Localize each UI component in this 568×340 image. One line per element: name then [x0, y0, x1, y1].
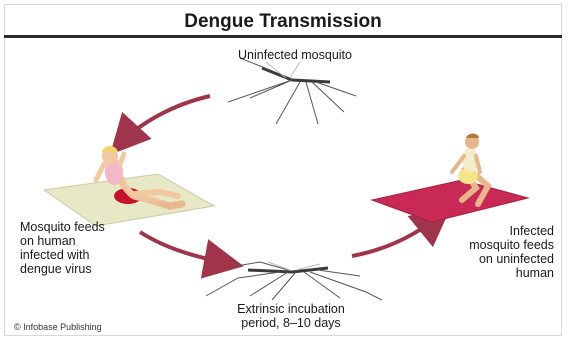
arrow-left-to-bottom — [140, 232, 232, 264]
infected-human-figure — [44, 146, 214, 226]
uninfected-human-figure — [372, 134, 528, 223]
uninfected-mosquito-icon — [228, 58, 356, 124]
arrow-top-to-left — [118, 96, 210, 146]
infected-mosquito-icon — [206, 262, 382, 300]
publisher-credit: © Infobase Publishing — [14, 322, 102, 332]
label-uninfected-mosquito: Uninfected mosquito — [210, 48, 380, 62]
